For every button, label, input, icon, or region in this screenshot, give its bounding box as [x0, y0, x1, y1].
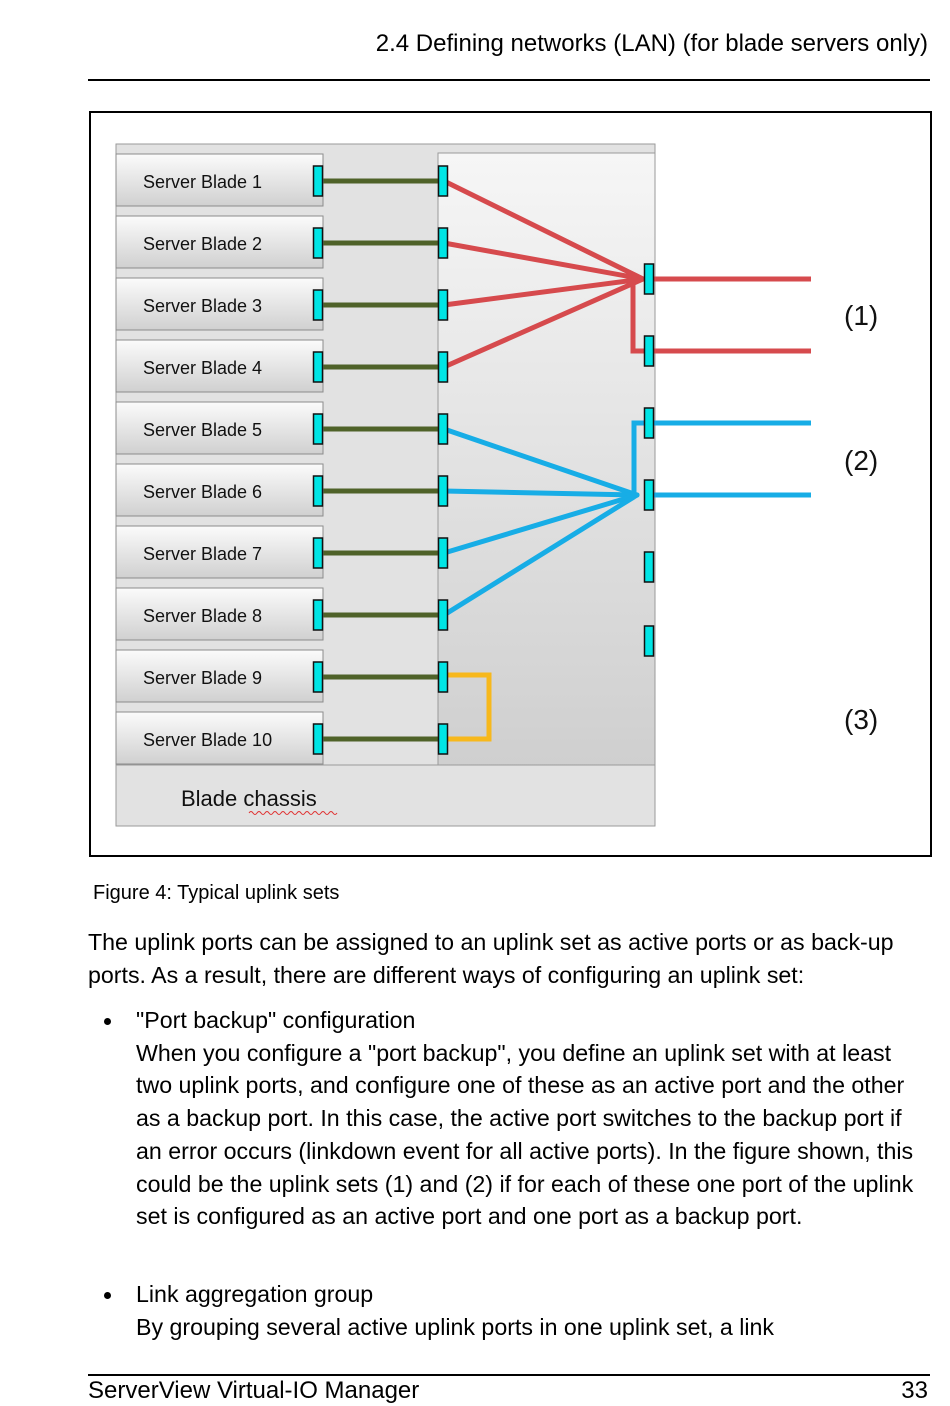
uplink-set-label-2: (2) — [844, 445, 878, 476]
server-blade — [115, 401, 324, 455]
bullet-dot — [104, 1018, 111, 1025]
uplink-set-3-line — [444, 672, 492, 742]
server-blade — [115, 649, 324, 703]
server-blade-label: Server Blade 1 — [143, 172, 262, 192]
switch-uplink-port — [643, 335, 655, 367]
figure-frame: Server Blade 1 Server Blade 2 Server Blade… — [89, 111, 932, 857]
blade-port — [312, 475, 324, 507]
blade-port — [312, 537, 324, 569]
running-head: 2.4 Defining networks (LAN) (for blade s… — [375, 30, 928, 57]
server-blade-label: Server Blade 10 — [143, 730, 272, 750]
switch-uplink-port — [643, 625, 655, 657]
switch-uplink-port — [643, 479, 655, 511]
server-blade — [115, 339, 324, 393]
switch-module — [437, 152, 656, 766]
uplink-set-label-1: (1) — [844, 300, 878, 331]
bullet-dot — [104, 1292, 111, 1299]
chassis-label: Blade chassis — [181, 786, 317, 811]
switch-downlink-port — [437, 537, 449, 569]
uplink-sets-diagram: Server Blade 1 Server Blade 2 Server Blade… — [115, 143, 878, 827]
uplink-set-2-line — [441, 492, 640, 618]
intro-paragraph: The uplink ports can be assigned to an u… — [88, 929, 894, 988]
server-blade-label: Server Blade 6 — [143, 482, 262, 502]
switch-downlink-port — [437, 165, 449, 197]
server-blade-label: Server Blade 7 — [143, 544, 262, 564]
server-blade-label: Server Blade 4 — [143, 358, 262, 378]
server-blade — [115, 215, 324, 269]
server-blade — [115, 463, 324, 517]
uplink-set-label-3: (3) — [844, 704, 878, 735]
uplink-set-1-line — [441, 276, 646, 308]
switch-downlink-port — [437, 413, 449, 445]
blade-port — [312, 599, 324, 631]
uplink-set-2-line — [441, 488, 640, 498]
switch-downlink-port — [437, 289, 449, 321]
switch-downlink-port — [437, 661, 449, 693]
bullet-text: By grouping several active uplink ports … — [136, 1313, 775, 1340]
server-blade-label: Server Blade 2 — [143, 234, 262, 254]
header-rule — [88, 79, 930, 81]
blade-port — [312, 413, 324, 445]
server-blade — [115, 587, 324, 641]
blade-port — [312, 661, 324, 693]
uplink-set-1-line — [441, 178, 646, 282]
uplink-set-2-line — [441, 492, 640, 556]
footer-product: ServerView Virtual-IO Manager — [88, 1377, 420, 1404]
switch-downlink-port — [437, 351, 449, 383]
switch-downlink-port — [437, 723, 449, 755]
uplink-set-2-line — [441, 426, 640, 498]
bullet-text: When you configure a "port backup", you … — [136, 1039, 914, 1230]
bullet-title: Link aggregation group — [136, 1281, 374, 1307]
server-blade-label: Server Blade 9 — [143, 668, 262, 688]
switch-downlink-port — [437, 227, 449, 259]
uplink-set-1-line — [630, 279, 649, 354]
switch-uplink-port — [643, 407, 655, 439]
server-blade-label: Server Blade 3 — [143, 296, 262, 316]
uplink-set-1-line — [441, 240, 646, 282]
page-number: 33 — [901, 1377, 928, 1404]
blade-port — [312, 723, 324, 755]
bullet-title: "Port backup" configuration — [136, 1007, 416, 1033]
switch-uplink-port — [643, 263, 655, 295]
blade-port — [312, 165, 324, 197]
uplink-set-1-line — [441, 276, 646, 370]
blade-port — [312, 227, 324, 259]
figure-caption: Figure 4: Typical uplink sets — [93, 882, 340, 904]
blade-port — [312, 351, 324, 383]
server-blade — [115, 711, 324, 765]
switch-downlink-port — [437, 475, 449, 507]
server-blade-label: Server Blade 5 — [143, 420, 262, 440]
switch-uplink-port — [643, 551, 655, 583]
footer-rule — [88, 1374, 930, 1376]
spellcheck-underline — [248, 811, 338, 815]
switch-downlink-port — [437, 599, 449, 631]
server-blade-label: Server Blade 8 — [143, 606, 262, 626]
blade-port — [312, 289, 324, 321]
server-blade — [115, 153, 324, 207]
